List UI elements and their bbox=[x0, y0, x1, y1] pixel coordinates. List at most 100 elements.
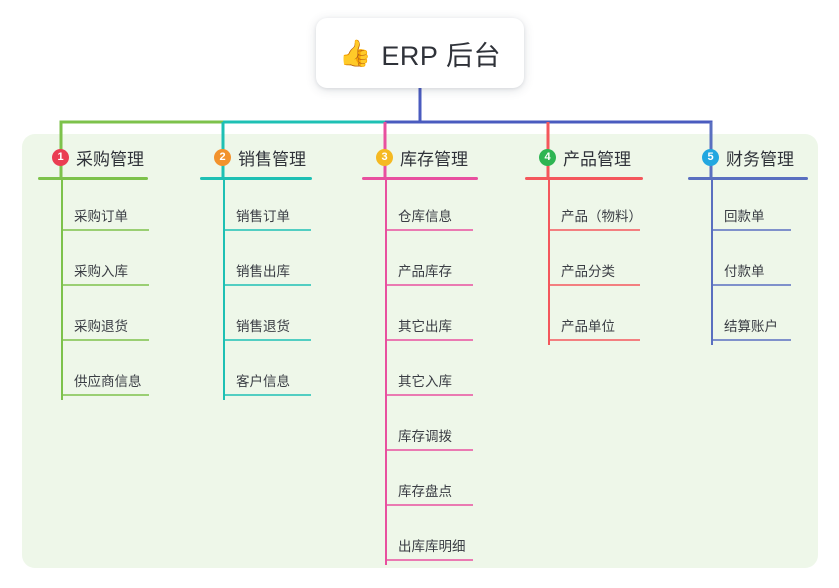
branch-item[interactable]: 产品分类 bbox=[525, 235, 643, 290]
branch-item-label: 结算账户 bbox=[724, 319, 778, 334]
branch-item[interactable]: 仓库信息 bbox=[362, 180, 478, 235]
branch-item[interactable]: 回款单 bbox=[688, 180, 808, 235]
branch-item-label: 其它入库 bbox=[398, 374, 452, 389]
branch-item-underline bbox=[711, 229, 791, 231]
branch-item[interactable]: 其它出库 bbox=[362, 290, 478, 345]
branch-item[interactable]: 销售出库 bbox=[200, 235, 312, 290]
branch-item-label: 销售出库 bbox=[236, 264, 290, 279]
branch-item-list: 产品（物料） 产品分类产品单位 bbox=[525, 180, 643, 345]
branch-item-underline bbox=[61, 394, 149, 396]
branch-title: 产品管理 bbox=[563, 149, 631, 169]
branch-item-label: 其它出库 bbox=[398, 319, 452, 334]
branch-title: 财务管理 bbox=[726, 149, 794, 169]
branch-item[interactable]: 采购退货 bbox=[38, 290, 149, 345]
branch-item[interactable]: 结算账户 bbox=[688, 290, 808, 345]
branch-item-underline bbox=[61, 339, 149, 341]
branch-item-label: 产品单位 bbox=[561, 319, 615, 334]
branch-item[interactable]: 产品单位 bbox=[525, 290, 643, 345]
branch-item-list: 回款单付款单结算账户 bbox=[688, 180, 808, 345]
branch-item-label: 销售订单 bbox=[236, 209, 290, 224]
branch-underline bbox=[200, 177, 312, 180]
branch-header-2[interactable]: 2 销售管理 bbox=[200, 143, 312, 171]
branch-item-underline bbox=[385, 394, 473, 396]
branch-item[interactable]: 付款单 bbox=[688, 235, 808, 290]
branch-item-underline bbox=[385, 229, 473, 231]
branch-item[interactable]: 销售订单 bbox=[200, 180, 312, 235]
branch-item-label: 产品库存 bbox=[398, 264, 452, 279]
branch-item-underline bbox=[385, 284, 473, 286]
branch-item-label: 产品（物料） bbox=[561, 209, 642, 224]
thumbs-up-icon: 👍 bbox=[339, 38, 372, 68]
branch-column-5: 5 财务管理回款单付款单结算账户 bbox=[688, 143, 808, 345]
branch-header-5[interactable]: 5 财务管理 bbox=[688, 143, 808, 171]
branch-title: 库存管理 bbox=[400, 149, 468, 169]
branch-item-underline bbox=[223, 339, 311, 341]
branch-item-underline bbox=[61, 284, 149, 286]
branch-spine bbox=[223, 180, 225, 400]
branch-item-label: 采购退货 bbox=[74, 319, 128, 334]
branch-item-underline bbox=[385, 449, 473, 451]
branch-item-label: 采购入库 bbox=[74, 264, 128, 279]
branch-header-1[interactable]: 1 采购管理 bbox=[38, 143, 148, 171]
branch-column-4: 4 产品管理产品（物料） 产品分类产品单位 bbox=[525, 143, 643, 345]
branch-header-3[interactable]: 3 库存管理 bbox=[362, 143, 478, 171]
branch-item[interactable]: 采购订单 bbox=[38, 180, 149, 235]
root-title: ERP 后台 bbox=[381, 40, 501, 71]
branch-spine bbox=[711, 180, 713, 345]
branch-item[interactable]: 其它入库 bbox=[362, 345, 478, 400]
branch-item-list: 销售订单销售出库销售退货客户信息 bbox=[200, 180, 312, 400]
branch-item-list: 仓库信息产品库存其它出库其它入库库存调拨库存盘点出库库明细 bbox=[362, 180, 478, 565]
branch-item[interactable]: 产品（物料） bbox=[525, 180, 643, 235]
branch-item-label: 回款单 bbox=[724, 209, 765, 224]
branch-item-label: 库存调拨 bbox=[398, 429, 452, 444]
branch-item[interactable]: 库存调拨 bbox=[362, 400, 478, 455]
branch-item-list: 采购订单采购入库采购退货供应商信息 bbox=[38, 180, 149, 400]
branch-spine bbox=[548, 180, 550, 345]
branch-item-label: 客户信息 bbox=[236, 374, 290, 389]
branch-header-4[interactable]: 4 产品管理 bbox=[525, 143, 643, 171]
root-node[interactable]: 👍 ERP 后台 bbox=[316, 18, 524, 88]
branch-item-label: 出库库明细 bbox=[398, 539, 466, 554]
branch-underline bbox=[38, 177, 148, 180]
branch-item-underline bbox=[385, 504, 473, 506]
branch-item-label: 采购订单 bbox=[74, 209, 128, 224]
branch-column-2: 2 销售管理销售订单销售出库销售退货客户信息 bbox=[200, 143, 312, 400]
branch-item-underline bbox=[385, 339, 473, 341]
branch-number-badge: 3 bbox=[376, 148, 393, 166]
branch-number-badge: 1 bbox=[52, 148, 69, 166]
branch-item[interactable]: 客户信息 bbox=[200, 345, 312, 400]
branch-item-underline bbox=[61, 229, 149, 231]
branch-number-badge: 2 bbox=[214, 148, 231, 166]
branch-item[interactable]: 出库库明细 bbox=[362, 510, 478, 565]
branch-number-badge: 5 bbox=[702, 148, 719, 166]
branch-item-label: 仓库信息 bbox=[398, 209, 452, 224]
branch-item-underline bbox=[223, 229, 311, 231]
branch-item-label: 产品分类 bbox=[561, 264, 615, 279]
branch-column-3: 3 库存管理仓库信息产品库存其它出库其它入库库存调拨库存盘点出库库明细 bbox=[362, 143, 478, 565]
branch-item-underline bbox=[385, 559, 473, 561]
branch-item-underline bbox=[223, 394, 311, 396]
branch-item-underline bbox=[711, 284, 791, 286]
branch-number-badge: 4 bbox=[539, 148, 556, 166]
branch-item-underline bbox=[223, 284, 311, 286]
branch-item-label: 供应商信息 bbox=[74, 374, 142, 389]
branch-item[interactable]: 产品库存 bbox=[362, 235, 478, 290]
branch-item[interactable]: 库存盘点 bbox=[362, 455, 478, 510]
branch-underline bbox=[688, 177, 808, 180]
branch-item[interactable]: 供应商信息 bbox=[38, 345, 149, 400]
branch-title: 采购管理 bbox=[76, 149, 144, 169]
branch-item-underline bbox=[711, 339, 791, 341]
branch-item-label: 库存盘点 bbox=[398, 484, 452, 499]
branch-spine bbox=[61, 180, 63, 400]
branch-item[interactable]: 采购入库 bbox=[38, 235, 149, 290]
branch-item-underline bbox=[548, 339, 640, 341]
branch-underline bbox=[525, 177, 643, 180]
branch-item-underline bbox=[548, 229, 640, 231]
branch-title: 销售管理 bbox=[238, 149, 306, 169]
branch-item[interactable]: 销售退货 bbox=[200, 290, 312, 345]
branch-item-underline bbox=[548, 284, 640, 286]
branch-underline bbox=[362, 177, 478, 180]
branch-column-1: 1 采购管理采购订单采购入库采购退货供应商信息 bbox=[38, 143, 149, 400]
branch-item-label: 销售退货 bbox=[236, 319, 290, 334]
